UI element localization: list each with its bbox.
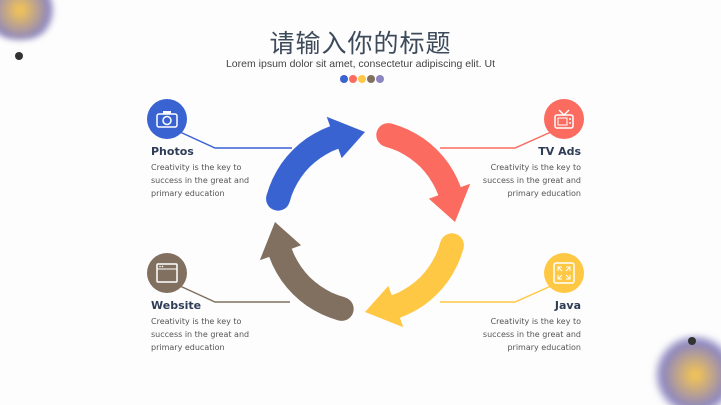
arrow-red bbox=[385, 123, 471, 222]
dark-dot bbox=[688, 337, 696, 345]
item-text: Creativity is the key to success in the … bbox=[482, 317, 581, 352]
item-text: Creativity is the key to success in the … bbox=[151, 163, 250, 198]
connector-tvads bbox=[440, 131, 552, 149]
dot-brown bbox=[367, 75, 375, 83]
item-text: Creativity is the key to success in the … bbox=[482, 163, 581, 198]
subtitle: Lorem ipsum dolor sit amet, consectetur … bbox=[225, 58, 496, 70]
item-title: Photos bbox=[151, 145, 194, 158]
arrow-blue-tail bbox=[266, 186, 291, 211]
item-title: Website bbox=[151, 299, 202, 312]
arrow-yellow bbox=[365, 242, 464, 328]
item-title: Java bbox=[554, 299, 581, 312]
connector-website bbox=[179, 285, 290, 303]
tv-icon bbox=[544, 99, 584, 139]
dot-purple bbox=[376, 75, 384, 83]
color-dots bbox=[340, 75, 384, 83]
page-title: 请输入你的标题 bbox=[269, 29, 452, 58]
arrow-brown bbox=[259, 222, 345, 321]
item-title: TV Ads bbox=[538, 145, 581, 158]
paint-splash-bottom-right bbox=[650, 335, 721, 405]
dark-dot bbox=[15, 52, 23, 60]
dot-red bbox=[349, 75, 357, 83]
browser-window-icon bbox=[147, 253, 187, 293]
dot-yellow bbox=[358, 75, 366, 83]
dot-blue bbox=[340, 75, 348, 83]
arrow-brown-tail bbox=[329, 296, 354, 321]
connector-photos bbox=[179, 131, 292, 149]
item-text: Creativity is the key to success in the … bbox=[151, 317, 250, 352]
arrow-blue bbox=[266, 116, 365, 202]
camera-icon bbox=[147, 99, 187, 139]
connector-java bbox=[440, 285, 552, 303]
arrow-yellow-tail bbox=[439, 233, 464, 258]
expand-icon bbox=[544, 253, 584, 293]
arrow-red-tail bbox=[376, 123, 401, 148]
